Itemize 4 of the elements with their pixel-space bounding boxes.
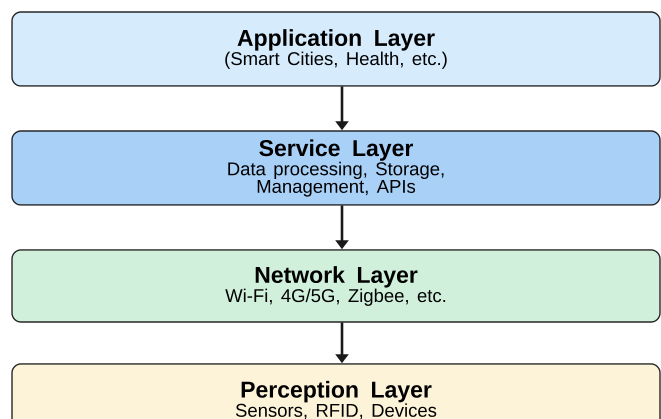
layer-box: Service Layer Data processing, Storage, Management, APIs: [11, 130, 661, 206]
layer-box: Network Layer Wi-Fi, 4G/5G, Zigbee, etc.: [11, 249, 661, 323]
layer-box: Perception Layer Sensors, RFID, Devices: [11, 363, 661, 419]
layer-box: Application Layer (Smart Cities, Health, etc.): [11, 11, 661, 87]
